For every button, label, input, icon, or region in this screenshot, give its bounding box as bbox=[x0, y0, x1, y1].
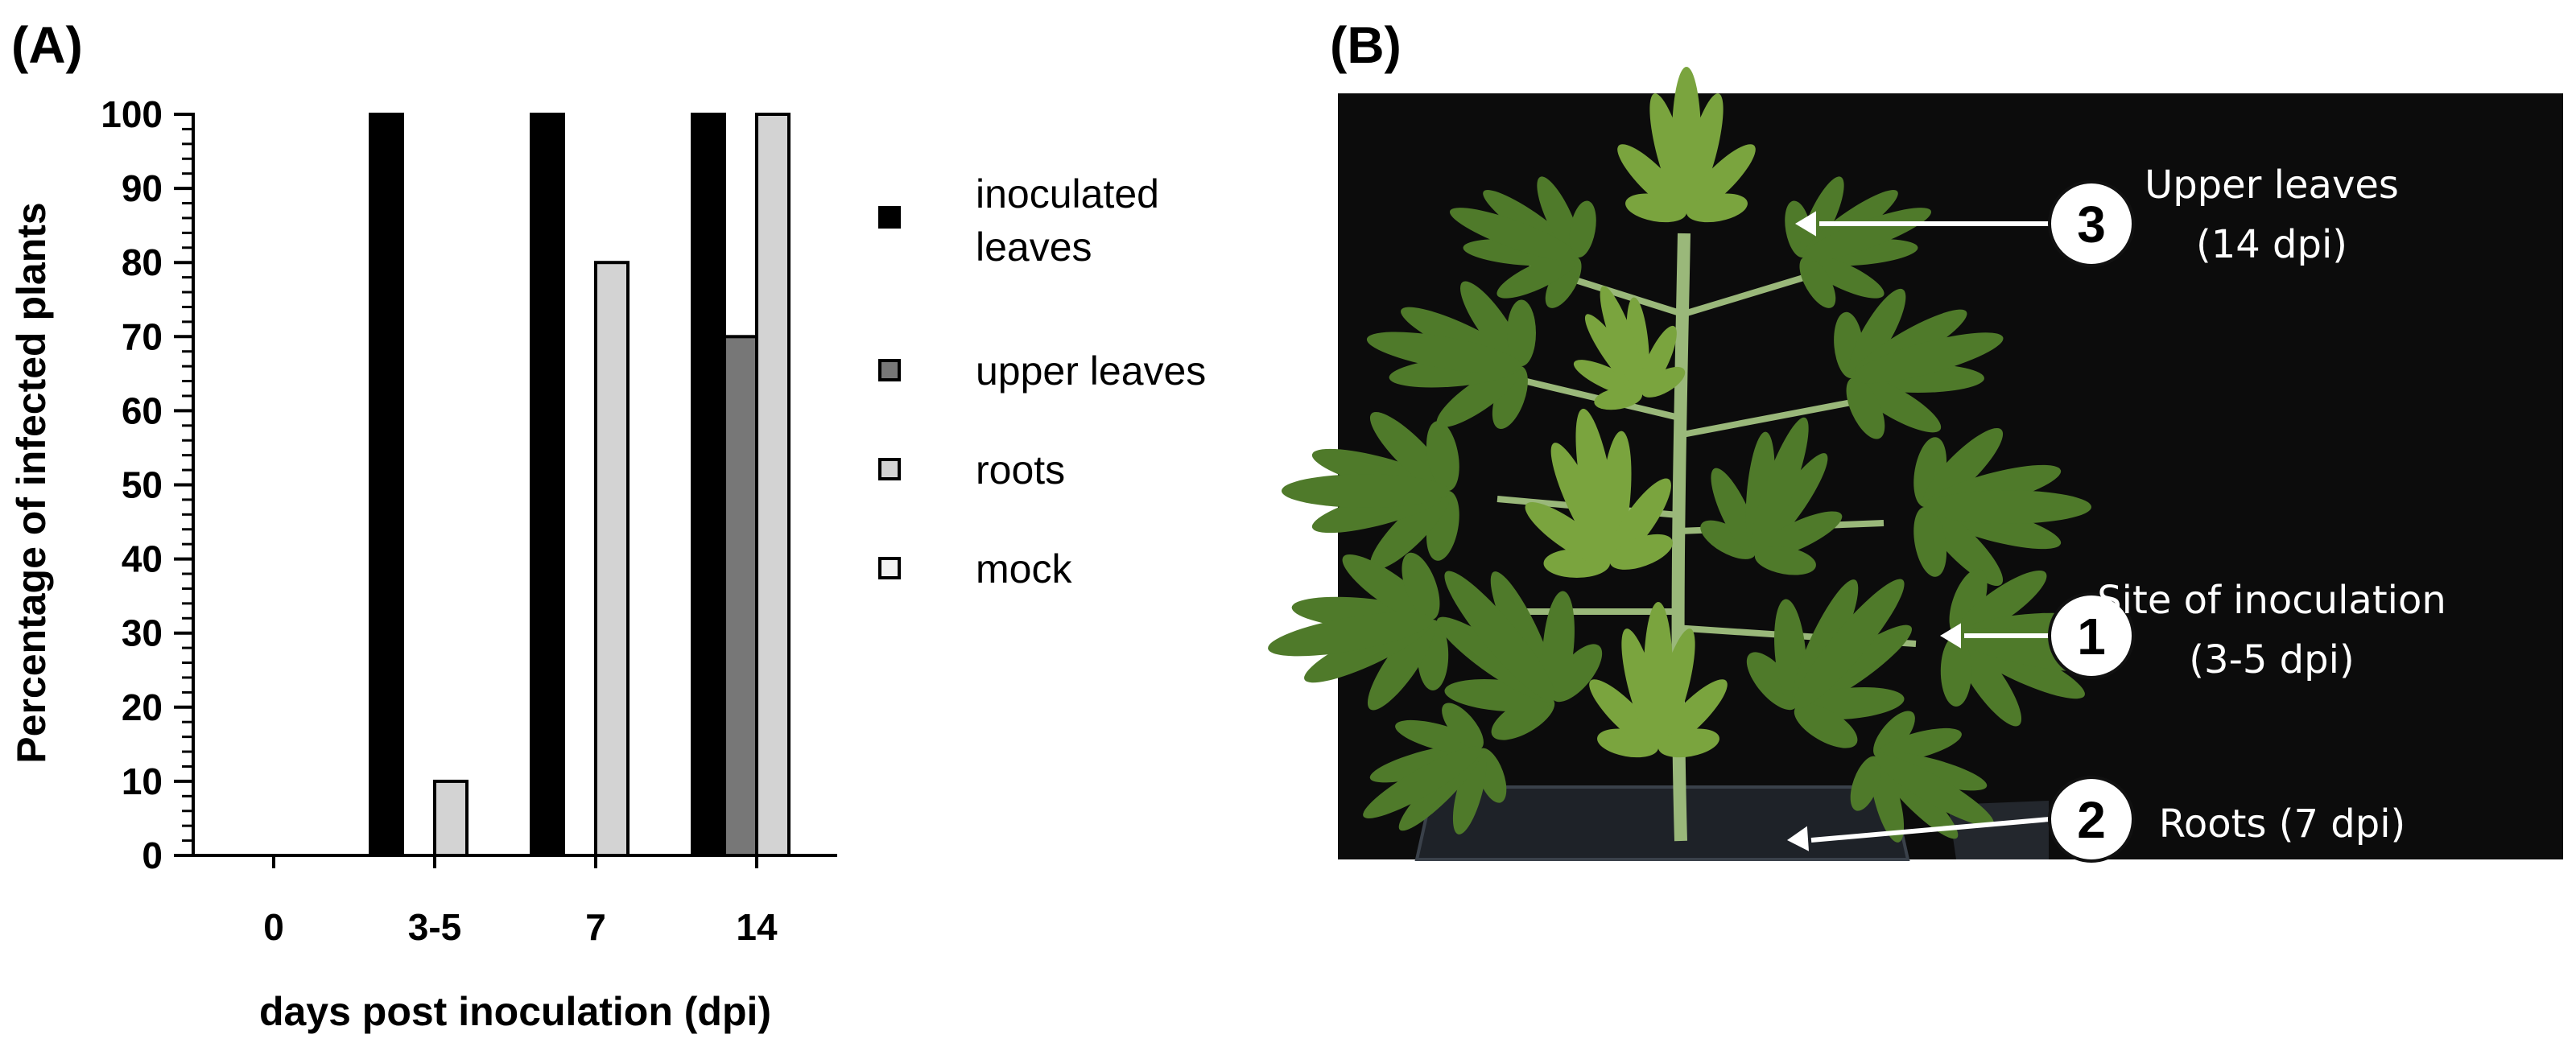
callout-label: (3-5 dpi) bbox=[2189, 637, 2354, 682]
callout-badge bbox=[2048, 592, 2135, 679]
plant-leaf bbox=[1617, 67, 1756, 223]
plant-leaf bbox=[1366, 281, 1536, 430]
plant-leaf bbox=[1700, 417, 1843, 575]
arrow-head bbox=[1940, 623, 1961, 649]
plant-leaf bbox=[1850, 711, 1994, 843]
legend-label: mock bbox=[976, 546, 1072, 591]
callout-label: Roots (7 dpi) bbox=[2159, 802, 2406, 847]
plant-leaf bbox=[1436, 571, 1603, 740]
x-tick-label: 3-5 bbox=[408, 906, 461, 948]
panel-a-label: (A) bbox=[11, 16, 83, 74]
bar-roots-7 bbox=[594, 261, 630, 857]
legend-label: roots bbox=[976, 447, 1065, 492]
legend-label: upper leaves bbox=[976, 348, 1206, 394]
y-tick-label: 0 bbox=[142, 835, 163, 876]
x-axis-title: days post inoculation (dpi) bbox=[259, 989, 771, 1034]
plant-pot bbox=[1414, 785, 1910, 861]
chart-legend: inoculated leaves upper leaves roots mock bbox=[878, 171, 1206, 591]
bar-inoculated-leaves-3-5 bbox=[369, 113, 404, 857]
y-tick-label: 90 bbox=[122, 167, 163, 209]
x-tick-label: 0 bbox=[263, 906, 284, 948]
legend-label: leaves bbox=[976, 225, 1092, 270]
y-tick-label: 10 bbox=[122, 760, 163, 802]
y-axis-title: Percentage of infected plants bbox=[9, 202, 54, 763]
y-tick-label: 50 bbox=[122, 464, 163, 506]
callout-label: (14 dpi) bbox=[2196, 222, 2347, 267]
plant-branch bbox=[1682, 399, 1852, 438]
bar-chart: 0 10 20 30 40 50 60 70 80 90 100 0 3-5 7 14 days post i… bbox=[9, 93, 837, 1034]
plant-leaf bbox=[1525, 408, 1674, 578]
y-tick-label: 80 bbox=[122, 241, 163, 283]
legend-swatch-inoculated-leaves bbox=[878, 206, 901, 229]
bar-roots-3-5 bbox=[433, 779, 469, 858]
plant-leaf bbox=[1449, 176, 1596, 308]
plant-leaf bbox=[1746, 579, 1913, 748]
plant-leaf bbox=[1573, 286, 1686, 410]
callout-number: 3 bbox=[2077, 196, 2106, 253]
callout-badge bbox=[2048, 180, 2135, 267]
y-tick-label: 40 bbox=[122, 538, 163, 580]
y-tick-label: 20 bbox=[122, 686, 163, 728]
plant-leaf bbox=[1834, 288, 2004, 439]
legend-label: inoculated bbox=[976, 171, 1159, 216]
arrow-head bbox=[1787, 826, 1810, 851]
arrow-head bbox=[1795, 211, 1816, 237]
callout-number: 2 bbox=[2077, 791, 2106, 849]
y-tick-label: 30 bbox=[122, 612, 163, 654]
callout-number: 1 bbox=[2077, 608, 2106, 666]
x-tick-label: 14 bbox=[736, 906, 778, 948]
callout-label: Site of inoculation bbox=[2097, 578, 2446, 623]
callout-label: Upper leaves bbox=[2145, 163, 2399, 208]
bar-roots-14 bbox=[755, 113, 791, 857]
bar-upper-leaves-14 bbox=[723, 335, 758, 857]
legend-swatch-mock bbox=[878, 557, 901, 579]
panel-b-label: (B) bbox=[1330, 16, 1402, 74]
y-tick-label: 60 bbox=[122, 389, 163, 431]
plant-leaf bbox=[1281, 411, 1459, 571]
y-tick-label: 100 bbox=[101, 93, 163, 135]
legend-swatch-roots bbox=[878, 458, 901, 480]
callout-arrow bbox=[1810, 817, 2050, 843]
plant-leaf bbox=[1589, 602, 1728, 758]
plant-leaf bbox=[1268, 552, 1449, 711]
y-tick-label: 70 bbox=[122, 315, 163, 357]
plant-leaf bbox=[1913, 427, 2092, 587]
legend-swatch-upper-leaves bbox=[878, 359, 901, 381]
x-tick-label: 7 bbox=[585, 906, 606, 948]
plant-leaf bbox=[1363, 703, 1507, 835]
bar-inoculated-leaves-14 bbox=[691, 113, 726, 857]
bar-inoculated-leaves-7 bbox=[530, 113, 565, 857]
callout-badge bbox=[2048, 776, 2135, 863]
